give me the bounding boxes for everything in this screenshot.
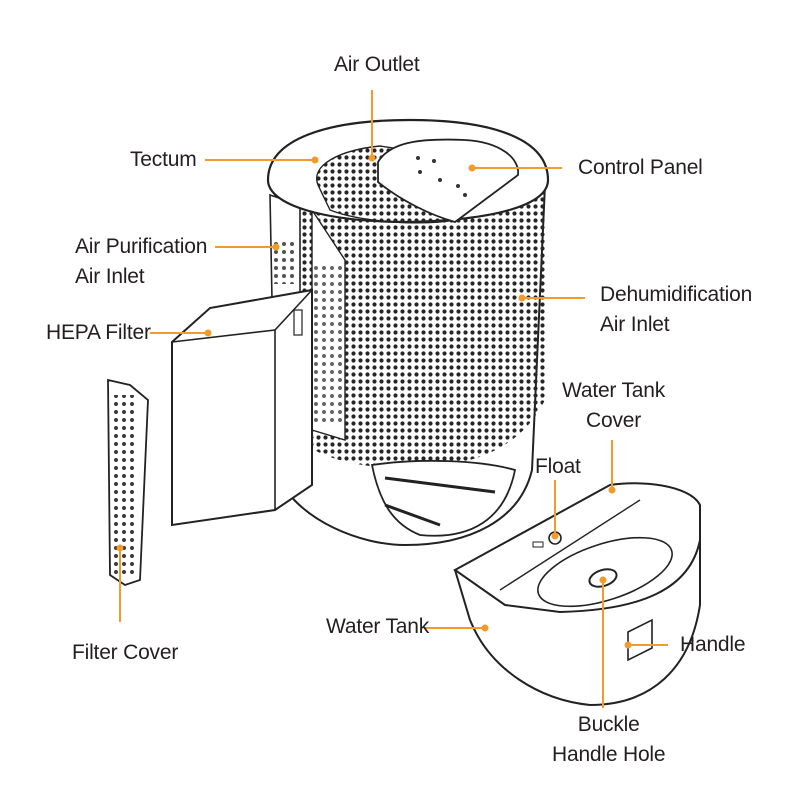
label-air-purification-line2: Air Inlet [75,265,145,288]
label-buckle-handle-hole: Buckle Handle Hole [552,710,666,770]
label-dehumidification-line2: Air Inlet [600,313,670,336]
label-handle: Handle [680,633,746,656]
label-air-outlet: Air Outlet [334,53,420,76]
label-water-tank-cover: Water Tank Cover [562,376,665,436]
label-control-panel: Control Panel [578,156,703,179]
side-grille [314,262,344,422]
tank-rail-lower [384,503,441,527]
main-unit [266,118,550,547]
label-filter-cover: Filter Cover [72,641,179,664]
filter-cover-part [107,378,149,586]
label-dehumidification-line1: Dehumidification [600,283,753,306]
label-buckle-line2: Handle Hole [552,743,666,766]
label-water-tank: Water Tank [326,615,430,638]
label-dehumidification-inlet: Dehumidification Air Inlet [600,280,752,340]
leader-lines [116,90,668,708]
control-panel [377,138,519,223]
label-air-purification-inlet: Air Purification Air Inlet [75,232,207,292]
hepa-filter-part [171,288,313,527]
label-water-tank-cover-line2: Cover [586,409,642,432]
water-tank-part [453,482,701,707]
label-tectum: Tectum [130,148,197,171]
label-hepa-filter: HEPA Filter [46,321,151,344]
label-air-purification-line1: Air Purification [75,235,208,258]
handle-slot [627,618,653,662]
label-water-tank-cover-line1: Water Tank [562,379,666,402]
label-buckle-line1: Buckle [577,713,640,736]
tank-rail-upper [384,476,496,494]
label-float: Float [535,455,581,478]
